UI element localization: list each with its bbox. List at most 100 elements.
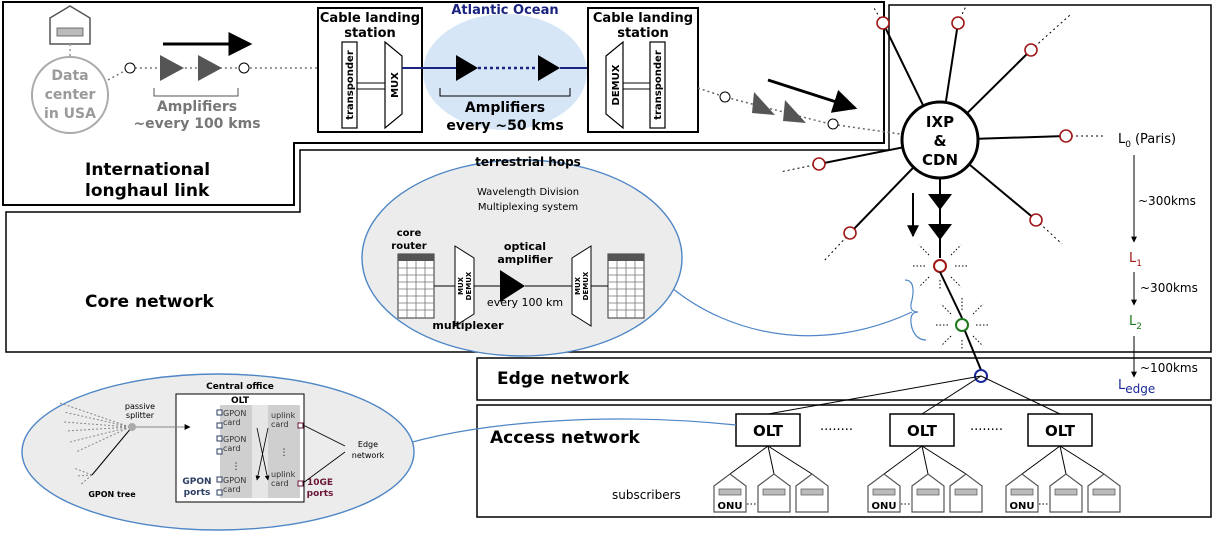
wdm-label-1: Wavelength Division (477, 187, 579, 198)
terrestrial-hops-title: terrestrial hops (475, 155, 581, 169)
onu-label: ONU (872, 501, 897, 512)
station-1-title-1: Cable landing (320, 11, 420, 26)
station-2-title-2: station (617, 26, 669, 41)
onu-house-icon (757, 473, 791, 513)
svg-text:⋮: ⋮ (232, 462, 241, 472)
ocean-glow (423, 14, 587, 130)
gpon-card-label: GPON (223, 409, 246, 418)
ocean-amplifiers-label-1: Amplifiers (465, 100, 545, 116)
mux-demux-icon (454, 245, 475, 327)
olt-label: OLT (907, 422, 938, 440)
uplink-card-label: card (271, 479, 289, 488)
core-router-icon (397, 253, 435, 319)
peer-node (1029, 213, 1043, 227)
gpon-card-label: GPON (223, 435, 246, 444)
gpon-port (216, 489, 223, 496)
olt-box (735, 413, 801, 447)
gpon-tree-label: GPON tree (88, 490, 136, 499)
olt-label: OLT (1045, 422, 1076, 440)
onu-house-icon (1087, 473, 1121, 513)
peer-node (812, 157, 826, 171)
optical-amplifier-label-1: optical (504, 240, 546, 253)
ledge-label: Ledge (1118, 378, 1155, 396)
station-1-title-2: station (344, 26, 396, 41)
gpon-ports-label: ports (184, 488, 211, 498)
amplifier-icon (160, 55, 184, 81)
gpon-card-label: GPON (223, 476, 246, 485)
core-demux-label-2: DEMUX (582, 271, 590, 300)
gpon-port (216, 448, 223, 455)
core-demux-label-1: DEMUX (465, 271, 473, 300)
data-center-label-3: in USA (44, 106, 96, 122)
ocean-title: Atlantic Ocean (451, 3, 558, 18)
tenge-port (297, 480, 304, 487)
core-network-frame (5, 4, 1212, 353)
olt-dots: ........ (970, 419, 1003, 434)
amplifier-icon (198, 55, 222, 81)
amplifier-icon (752, 92, 775, 115)
onu-house-icon: ONU (867, 473, 901, 513)
peer-node (1024, 43, 1038, 57)
core-mux-label-2: MUX (574, 276, 582, 295)
splitter-node (128, 423, 136, 431)
data-center-label-1: Data (51, 68, 88, 84)
gpon-port (216, 435, 223, 442)
olt-group: OLT ONU (1005, 413, 1121, 513)
gpon-card-label: card (223, 485, 241, 494)
peer-node (951, 16, 965, 30)
node-circle (827, 118, 839, 130)
core-network-title: Core network (85, 292, 215, 312)
data-center-circle (31, 56, 109, 134)
peer-node (876, 16, 890, 30)
onu-house-icon (795, 473, 829, 513)
edge-network-title: Edge network (497, 369, 630, 389)
amplifiers-label-1: Amplifiers (157, 99, 237, 115)
onu-house-icon (911, 473, 945, 513)
uplink-card-label: uplink (271, 411, 296, 420)
central-office-title: Central office (206, 382, 274, 392)
peer-node (1059, 129, 1073, 143)
tenge-port (297, 422, 304, 429)
transponder-label-2: transponder (653, 50, 664, 120)
terrestrial-hops-bubble (361, 159, 683, 357)
onu-house-icon (1049, 473, 1083, 513)
ocean-amplifiers-label-2: every ~50 kms (446, 118, 563, 134)
amplifier-icon (783, 100, 806, 123)
uplink-card-label: card (271, 420, 289, 429)
gpon-port (216, 409, 223, 416)
ixp-label: IXP (926, 113, 954, 131)
station-2-title-1: Cable landing (593, 11, 693, 26)
distance-3: ~100kms (1140, 361, 1198, 375)
amplifier-icon (456, 55, 478, 81)
co-olt-label: OLT (231, 396, 250, 406)
tenge-ports-label: ports (307, 489, 334, 499)
l1-label: L1 (1129, 251, 1142, 269)
amp-label: & (933, 132, 946, 150)
gpon-ports-label: GPON (182, 477, 211, 487)
uplink-card-label: uplink (271, 470, 296, 479)
cdn-label: CDN (922, 151, 958, 169)
international-title-2: longhaul link (85, 181, 210, 201)
mux-demux-icon (571, 245, 592, 327)
gpon-port (216, 476, 223, 483)
core-router-icon (607, 253, 645, 319)
onu-house-icon (949, 473, 983, 513)
l1-node (933, 259, 947, 273)
tenge-ports-label: 10GE (307, 478, 333, 488)
onu-label: ONU (1010, 501, 1035, 512)
optical-amplifier-icon (500, 270, 525, 302)
landing-station-1 (317, 7, 423, 133)
core-router-label-1: core (397, 228, 422, 239)
co-edge-label: network (352, 451, 385, 460)
demux-label: DEMUX (611, 64, 622, 105)
multiplexer-label: multiplexer (432, 319, 504, 332)
distance-1: ~300kms (1138, 194, 1196, 208)
node-circle (124, 62, 136, 74)
onu-label: ONU (718, 501, 743, 512)
optical-amplifier-label-2: amplifier (497, 253, 553, 266)
data-center-house-icon (49, 5, 91, 45)
mux-label-1: MUX (390, 72, 401, 98)
onu-house-icon: ONU (713, 473, 747, 513)
access-network-frame (476, 404, 1212, 518)
